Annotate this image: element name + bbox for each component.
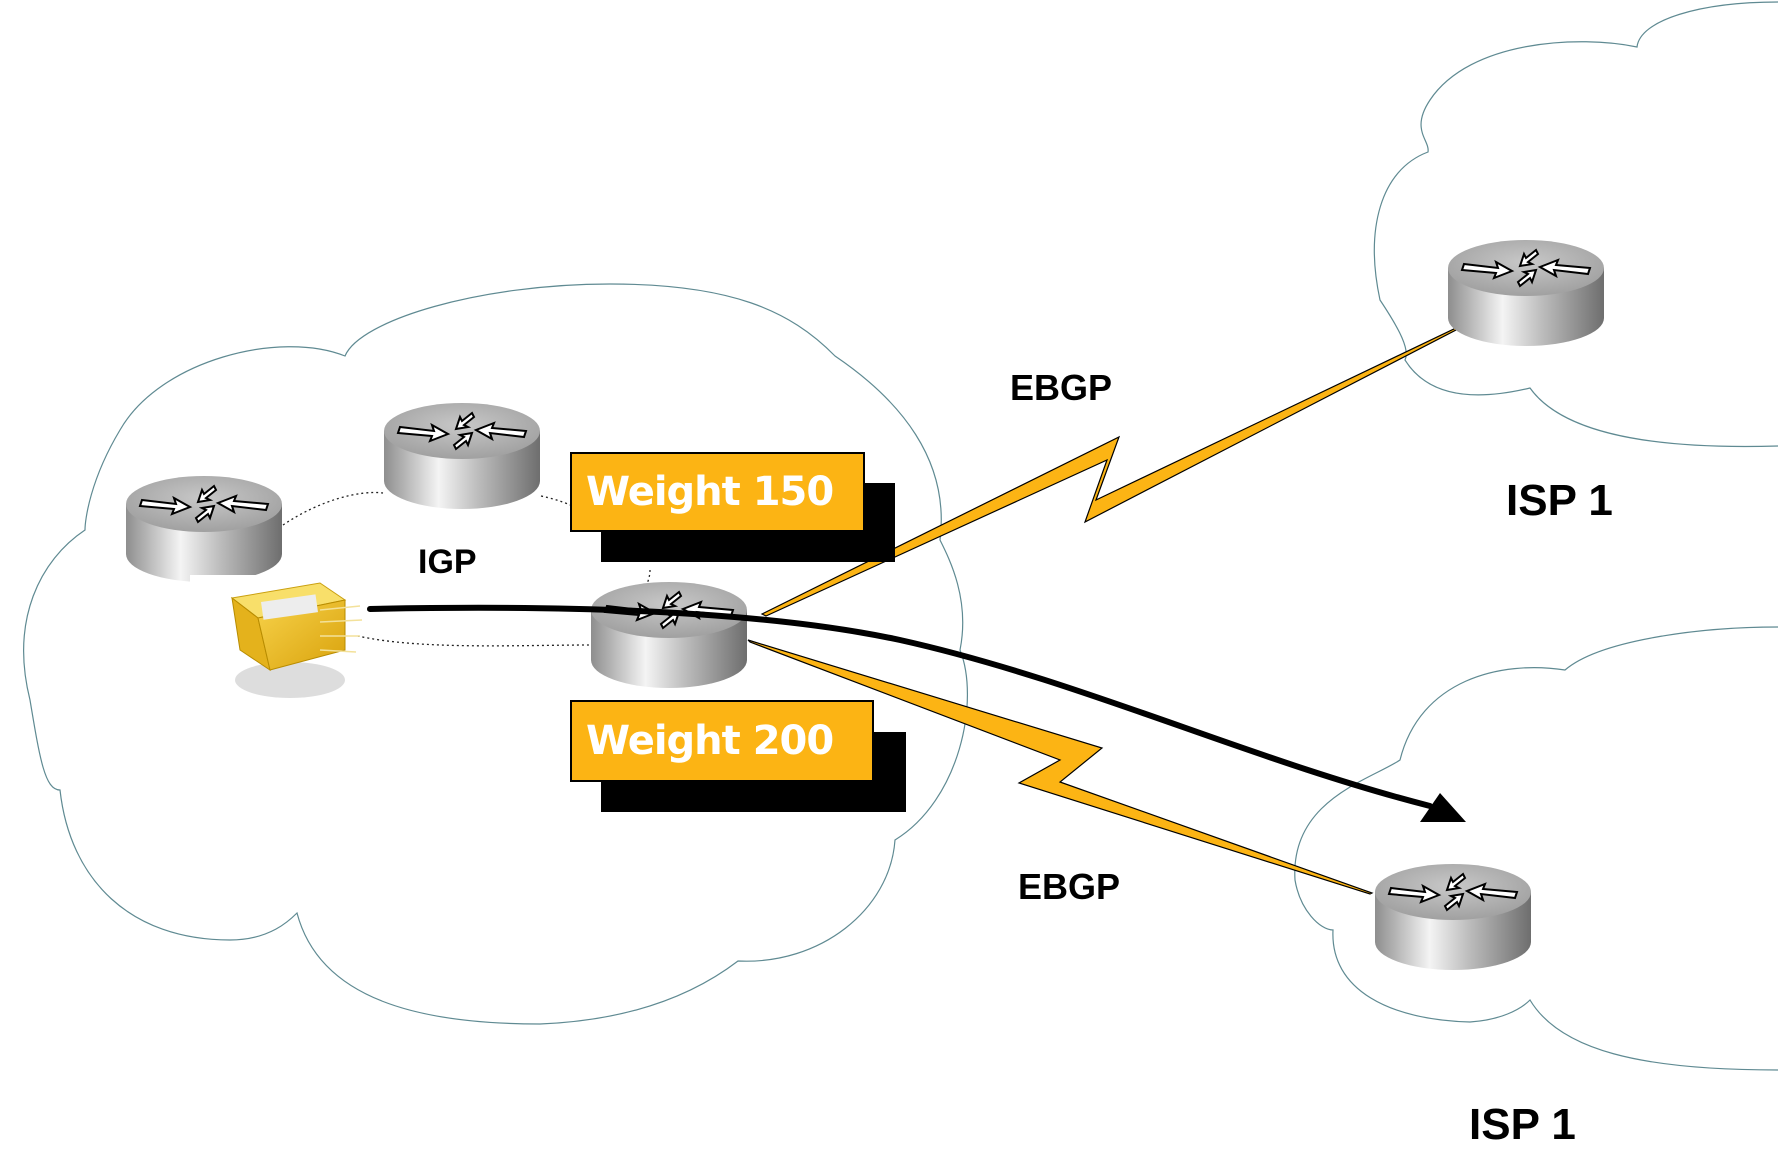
isp-upper-label: ISP 1 [1506,476,1613,525]
weight-200-text: Weight 200 [570,700,874,782]
ebgp-lower-label: EBGP [1018,866,1121,907]
isp-lower-label: ISP 1 [1469,1100,1576,1149]
weight-200-label: Weight 200 [570,700,906,812]
weight-150-text: Weight 150 [570,452,865,532]
weight-150-label: Weight 150 [570,452,895,562]
isp-upper-cloud [1373,1,1778,448]
ebgp-upper-label: EBGP [1010,367,1113,408]
border-router-icon[interactable] [590,581,748,689]
local-as-cloud [23,283,969,1025]
ebgp-lower-link [747,639,1374,895]
packet-box-icon [230,582,363,698]
internal-router-2-icon[interactable] [383,402,541,510]
igp-label: IGP [418,543,477,581]
isp-upper-router-icon[interactable] [1446,238,1606,348]
traffic-path-arrow [367,604,1433,809]
traffic-arrowhead [1420,793,1466,822]
isp-lower-cloud [1294,626,1778,1071]
internal-router-1-icon[interactable] [125,475,283,583]
isp-lower-router-icon[interactable] [1374,863,1532,971]
